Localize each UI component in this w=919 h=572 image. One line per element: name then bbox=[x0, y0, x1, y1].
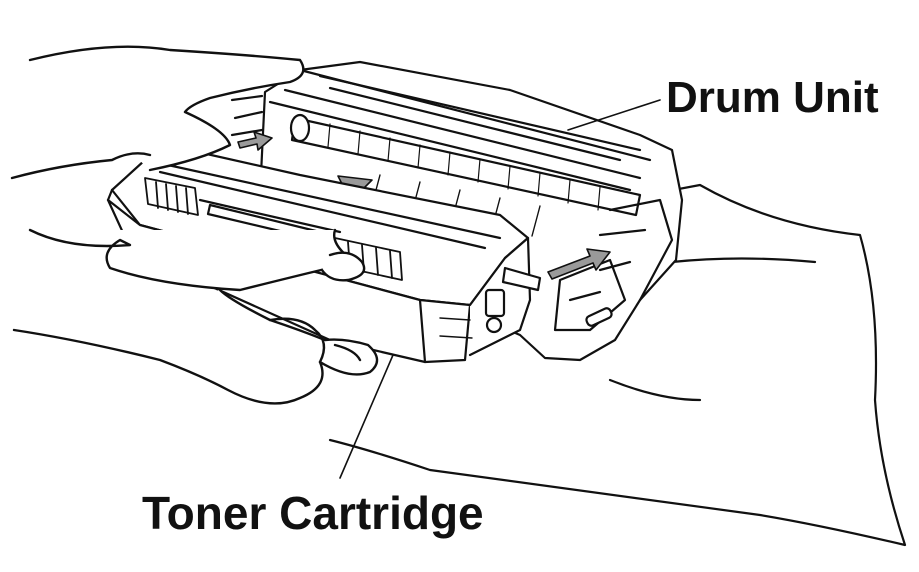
upper-arm bbox=[10, 152, 152, 180]
drum-roller-end bbox=[289, 113, 311, 143]
drum-unit-side-frame bbox=[598, 198, 674, 302]
toner-cartridge-leader-line bbox=[339, 354, 394, 479]
paper-sheet bbox=[298, 183, 907, 547]
lower-thumb bbox=[268, 317, 326, 364]
toner-cartridge-front bbox=[106, 198, 472, 364]
toner-left-grip bbox=[144, 177, 199, 216]
drum-unit-label: Drum Unit bbox=[666, 73, 879, 122]
toner-cartridge-top-edges bbox=[143, 158, 502, 250]
hands bbox=[10, 45, 379, 405]
upper-right-hand bbox=[28, 45, 305, 172]
arrow-left-icon bbox=[237, 131, 273, 151]
toner-side-ribs bbox=[439, 317, 473, 339]
lower-hand bbox=[12, 288, 379, 405]
drum-unit-top-ridge bbox=[318, 74, 642, 162]
toner-side-mechanism bbox=[484, 266, 542, 334]
paper-fold bbox=[608, 378, 702, 402]
paper-crease bbox=[670, 257, 817, 264]
lower-finger bbox=[333, 343, 362, 362]
toner-front-edge bbox=[106, 188, 427, 364]
left-thumb bbox=[320, 251, 366, 282]
arrow-right-icon bbox=[547, 248, 611, 280]
drum-unit-peg bbox=[585, 307, 613, 327]
toner-cartridge bbox=[106, 146, 542, 364]
drum-roller-ribs bbox=[327, 123, 601, 211]
toner-cartridge-label: Toner Cartridge bbox=[142, 487, 484, 539]
drum-unit-leader-line bbox=[567, 99, 661, 131]
drum-unit-left-tab bbox=[230, 94, 264, 137]
